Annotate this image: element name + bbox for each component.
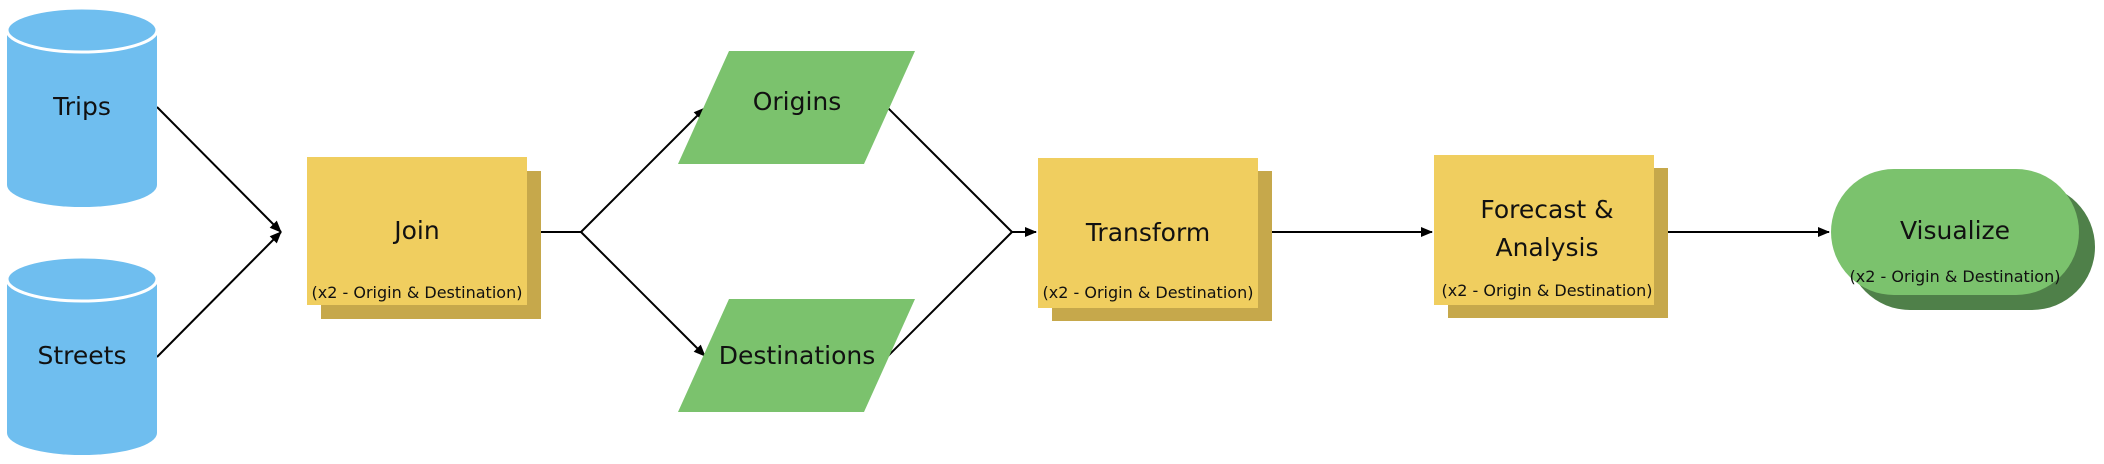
node-visualize: Visualize (x2 - Origin & Destination) (1831, 169, 2095, 310)
node-trips: Trips (5, 6, 159, 207)
edge-join-to-origins (580, 107, 706, 233)
visualize-shape (1831, 169, 2079, 295)
join-label: Join (392, 216, 439, 245)
transform-sublabel: (x2 - Origin & Destination) (1043, 283, 1254, 302)
forecast-sublabel: (x2 - Origin & Destination) (1442, 281, 1653, 300)
transform-label: Transform (1085, 218, 1210, 247)
streets-label: Streets (38, 341, 127, 370)
streets-cylinder-body (7, 279, 157, 455)
forecast-box (1434, 155, 1654, 305)
node-forecast-analysis: Forecast & Analysis (x2 - Origin & Desti… (1434, 155, 1668, 318)
node-transform: Transform (x2 - Origin & Destination) (1038, 158, 1272, 321)
node-destinations: Destinations (678, 299, 915, 412)
trips-cylinder-body (7, 30, 157, 207)
join-box (307, 157, 527, 305)
node-streets: Streets (5, 255, 159, 455)
forecast-label-line1: Forecast & (1480, 195, 1613, 224)
edge-destinations-to-transform (887, 231, 1013, 357)
trips-cylinder-top (5, 6, 159, 54)
edge-join-to-destinations (580, 231, 706, 357)
origins-shape (678, 51, 915, 164)
join-sublabel: (x2 - Origin & Destination) (312, 283, 523, 302)
origins-label: Origins (753, 87, 842, 116)
visualize-sublabel: (x2 - Origin & Destination) (1850, 267, 2061, 286)
streets-cylinder-top (5, 255, 159, 303)
forecast-label-line2: Analysis (1495, 233, 1598, 262)
transform-box (1038, 158, 1258, 308)
visualize-label: Visualize (1900, 216, 2010, 245)
node-origins: Origins (678, 51, 915, 164)
node-join: Join (x2 - Origin & Destination) (307, 157, 541, 319)
edges (156, 106, 1830, 358)
edge-trips-to-join (156, 106, 282, 233)
edge-streets-to-join (156, 231, 282, 358)
edge-origins-to-transform (887, 107, 1013, 233)
destinations-shape (678, 299, 915, 412)
destinations-label: Destinations (719, 341, 875, 370)
trips-label: Trips (52, 92, 111, 121)
